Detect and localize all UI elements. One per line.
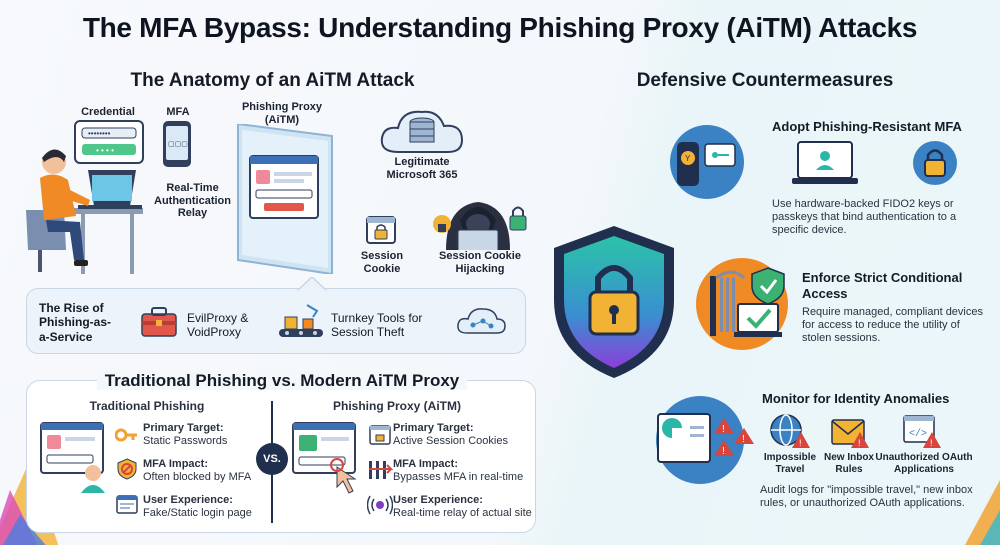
session-cookie-icon [366, 216, 396, 244]
fido-key-circle-icon: Y [670, 125, 744, 199]
proxy-login-illustration [292, 422, 357, 494]
conveyor-icon [279, 304, 323, 337]
relay-label: Real-Time Authentication Relay [154, 182, 231, 220]
realtime-signal-icon [367, 495, 393, 515]
defense-item-1-title: Enforce Strict Conditional Access [802, 270, 963, 302]
decorative-corner-right [965, 480, 1000, 545]
traditional-row-2: User Experience:Fake/Static login page [143, 494, 263, 520]
vs-badge: VS. [256, 443, 288, 475]
row-label: Primary Target: [393, 422, 474, 434]
defense-heading: Defensive Countermeasures [636, 70, 894, 91]
traditional-row-1: MFA Impact:Often blocked by MFA [143, 458, 263, 484]
proxy-label: Phishing Proxy (AiTM) [241, 101, 323, 126]
row-value: Active Session Cookies [393, 435, 508, 448]
credential-label: Credential [81, 106, 135, 118]
cloud-server-icon [380, 110, 464, 153]
key-icon [115, 428, 137, 442]
paas-panel: The Rise of Phishing-as-a-Service EvilPr… [26, 277, 526, 354]
anomaly-2: Unauthorized OAuth Applications [875, 452, 973, 475]
comparison-card: Traditional Phishing vs. Modern AiTM Pro… [26, 371, 536, 533]
paas-tool2: Turnkey Tools for Session Theft [331, 311, 423, 340]
mfa-label: MFA [166, 106, 190, 118]
defense-item-2-title: Monitor for Identity Anomalies [762, 391, 950, 406]
dashboard-alerts-icon: ! ! ! [656, 396, 754, 484]
anatomy-heading: The Anatomy of an AiTM Attack [130, 70, 415, 91]
svg-text:• • • •: • • • • [96, 146, 114, 155]
user-at-laptop-illustration [26, 149, 143, 274]
anomaly-1: New Inbox Rules [823, 452, 874, 475]
row-label: MFA Impact: [393, 458, 458, 470]
globe-alert-icon: ! [770, 414, 810, 448]
fake-login-page-illustration [40, 422, 105, 493]
static-page-icon [116, 495, 138, 514]
row-value: Bypasses MFA in real-time [393, 471, 524, 484]
svg-text:!: ! [799, 438, 802, 448]
row-value: Fake/Static login page [143, 507, 252, 520]
defense-item-2-desc: Audit logs for "impossible travel," new … [760, 484, 973, 510]
conditional-access-gate-icon [696, 258, 788, 350]
bypass-gate-icon [369, 461, 393, 479]
comparison-heading: Traditional Phishing vs. Modern AiTM Pro… [96, 371, 468, 390]
svg-text:!: ! [722, 446, 725, 457]
svg-text:••••••••: •••••••• [88, 129, 111, 138]
svg-text:▢▢▢: ▢▢▢ [168, 141, 188, 148]
svg-text:!: ! [742, 434, 745, 445]
svg-text:!: ! [858, 438, 861, 448]
lock-circle-icon [913, 141, 957, 185]
svg-text:</>: </> [909, 428, 927, 440]
row-value: Often blocked by MFA [143, 471, 252, 484]
page-title: The MFA Bypass: Understanding Phishing P… [82, 12, 918, 43]
traditional-title: Traditional Phishing [89, 399, 205, 413]
row-label: User Experience: [143, 494, 233, 506]
defense-item-0-desc: Use hardware-backed FIDO2 keys or passke… [772, 198, 957, 237]
row-value: Real-time relay of actual site [393, 507, 532, 520]
row-label: MFA Impact: [143, 458, 208, 470]
panel-pointer [297, 277, 327, 291]
toolbox-icon [141, 307, 177, 337]
row-value: Static Passwords [143, 435, 228, 448]
session-cookie-label: Session Cookie [360, 250, 404, 275]
svg-text:!: ! [722, 424, 725, 435]
session-lock-icon [369, 425, 391, 445]
row-label: Primary Target: [143, 422, 224, 434]
aitm-row-2: User Experience:Real-time relay of actua… [393, 494, 533, 520]
hijacking-label: Session Cookie Hijacking [439, 250, 521, 275]
traditional-row-0: Primary Target:Static Passwords [143, 422, 263, 448]
phishing-proxy-panel-illustration [237, 124, 333, 274]
paas-tool1: EvilProxy & VoidProxy [187, 311, 249, 340]
aitm-title: Phishing Proxy (AiTM) [332, 399, 461, 413]
laptop-passkey-icon [792, 141, 858, 184]
comparison-heading-wrap: Traditional Phishing vs. Modern AiTM Pro… [27, 371, 537, 391]
cloud-network-icon [457, 308, 506, 334]
svg-text:Y: Y [685, 154, 691, 163]
envelope-alert-icon: ! [831, 419, 869, 448]
code-window-alert-icon: </> ! [903, 415, 941, 448]
anomaly-0: Impossible Travel [763, 452, 817, 475]
legit-label: Legitimate Microsoft 365 [386, 156, 458, 181]
shield-lock-icon [554, 226, 674, 378]
paas-heading: The Rise of Phishing-as-a-Service [39, 301, 112, 344]
svg-text:!: ! [930, 438, 933, 448]
hacker-illustration [433, 202, 527, 250]
defense-item-0-title: Adopt Phishing-Resistant MFA [772, 119, 962, 134]
aitm-row-1: MFA Impact:Bypasses MFA in real-time [393, 458, 533, 484]
credential-form-icon: •••••••• • • • • [74, 120, 144, 164]
blocked-shield-icon [117, 458, 137, 480]
defense-item-1-desc: Require managed, compliant devices for a… [802, 306, 983, 345]
row-label: User Experience: [393, 494, 483, 506]
aitm-row-0: Primary Target:Active Session Cookies [393, 422, 533, 448]
mfa-phone-icon: ▢▢▢ [163, 121, 191, 167]
